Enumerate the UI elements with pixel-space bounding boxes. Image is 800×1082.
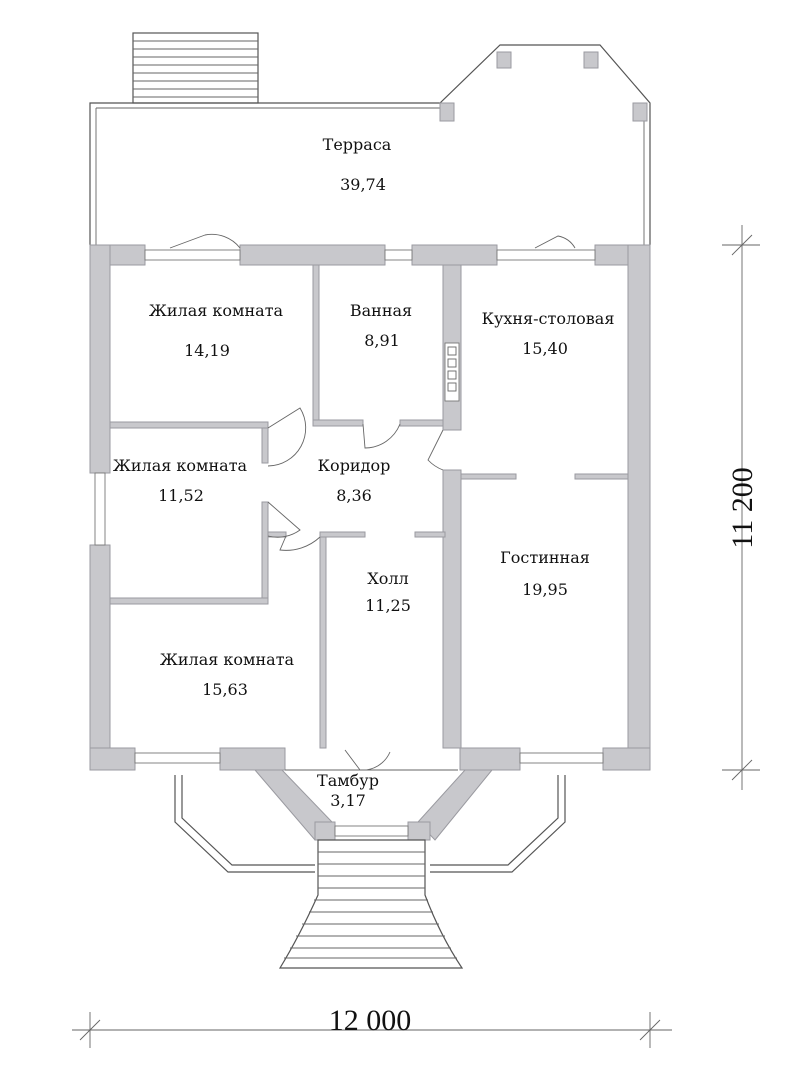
terrace-outline <box>89 44 651 245</box>
room-area-living-3: 15,63 <box>202 680 248 699</box>
room-name-vestibule: Тамбур <box>317 771 379 790</box>
terrace-stairs <box>132 32 259 104</box>
windows <box>94 249 604 764</box>
terrace-doors <box>169 233 576 249</box>
room-name-bathroom: Ванная <box>350 301 412 320</box>
room-name-living-1: Жилая комната <box>149 301 284 320</box>
room-area-hall: 11,25 <box>365 596 411 615</box>
ventilation-ducts <box>444 342 460 402</box>
room-name-living-3: Жилая комната <box>160 650 295 669</box>
room-area-kitchen: 15,40 <box>522 339 568 358</box>
room-name-living-2: Жилая комната <box>113 456 248 475</box>
room-name-terrace: Терраса <box>323 135 392 154</box>
room-area-bathroom: 8,91 <box>364 331 400 350</box>
dimension-lines <box>72 225 760 1048</box>
interior-doors <box>267 407 444 771</box>
room-area-living-1: 14,19 <box>184 341 230 360</box>
room-name-corridor: Коридор <box>318 456 391 475</box>
room-name-kitchen: Кухня-столовая <box>482 309 615 328</box>
room-area-living-2: 11,52 <box>158 486 204 505</box>
room-area-vestibule: 3,17 <box>330 791 366 810</box>
vestibule-bay <box>174 769 566 873</box>
room-area-corridor: 8,36 <box>336 486 372 505</box>
entrance-stairs <box>278 839 464 969</box>
room-area-lounge: 19,95 <box>522 580 568 599</box>
room-name-lounge: Гостинная <box>500 548 590 567</box>
room-area-terrace: 39,74 <box>340 175 386 194</box>
room-name-hall: Холл <box>367 569 408 588</box>
dimension-width: 12 000 <box>329 1004 412 1037</box>
dimension-height: 11 200 <box>726 467 759 548</box>
